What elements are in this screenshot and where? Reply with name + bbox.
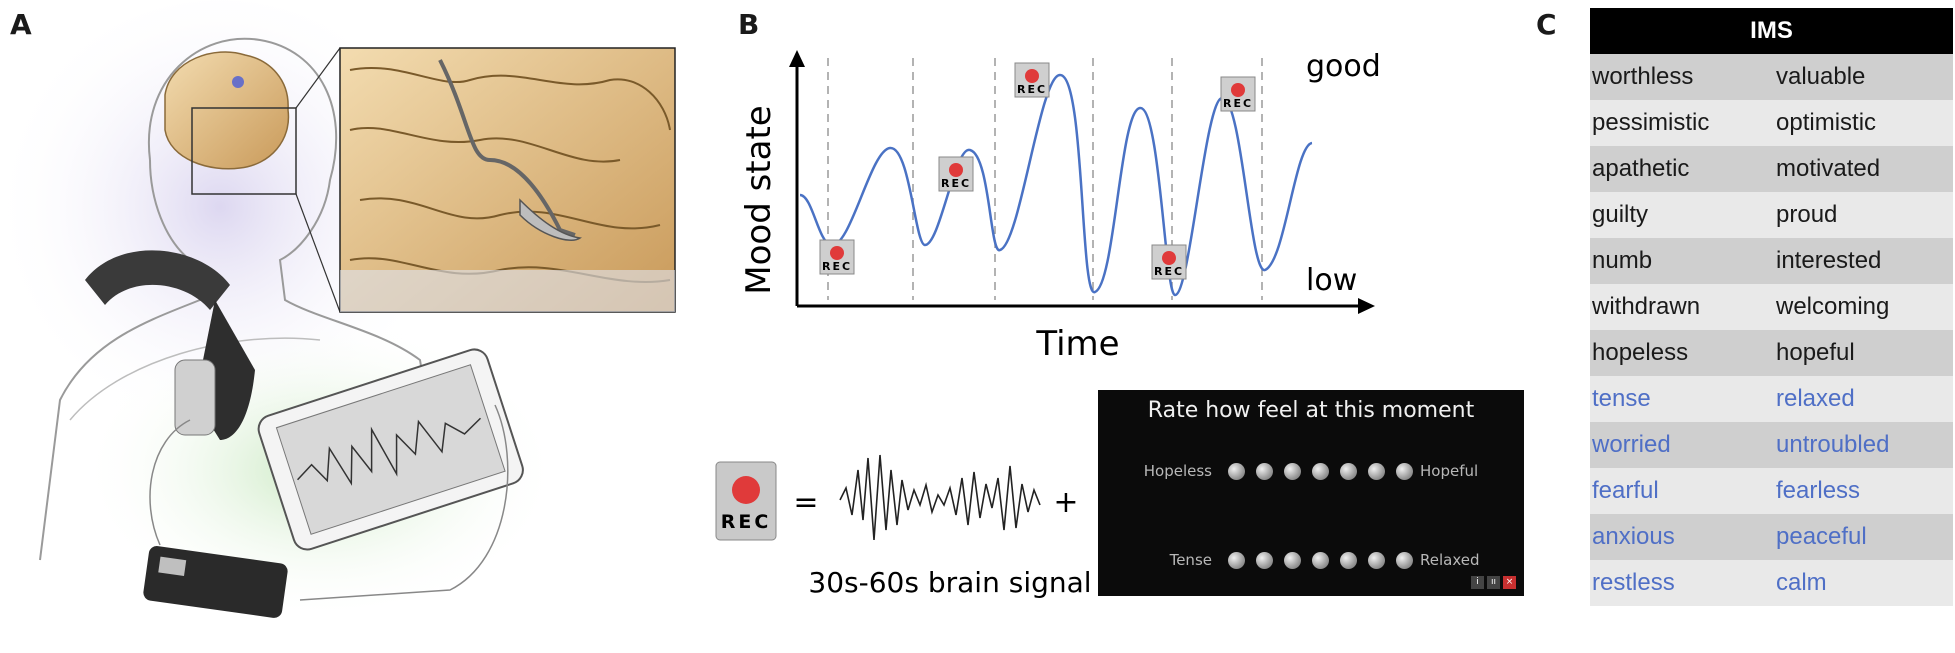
ims-row: pessimistic optimistic	[1590, 100, 1953, 146]
ims-rows: worthless valuable pessimistic optimistic ap…	[1590, 54, 1953, 606]
rating-option[interactable]	[1312, 463, 1329, 480]
ims-row: withdrawn welcoming	[1590, 284, 1953, 330]
x-axis-arrow	[1358, 298, 1375, 314]
rating-right-label: Hopeful	[1420, 462, 1479, 480]
ims-negative-term: guilty	[1592, 201, 1649, 228]
ims-header: IMS	[1590, 8, 1953, 54]
ims-positive-term: calm	[1776, 569, 1827, 596]
ims-row: restless calm	[1590, 560, 1953, 606]
rec-icon-large: REC	[715, 461, 777, 541]
brain-signal-trace	[839, 454, 1041, 541]
ims-positive-term: fearless	[1776, 477, 1861, 504]
low-label: low	[1306, 263, 1357, 298]
ims-negative-term: restless	[1592, 569, 1675, 596]
ims-negative-term: worthless	[1592, 63, 1694, 90]
ims-negative-term: fearful	[1592, 477, 1659, 504]
x-axis-title: Time	[1035, 324, 1119, 364]
rating-left-label: Hopeless	[1143, 462, 1212, 480]
equals-sign: =	[793, 485, 818, 520]
rating-option[interactable]	[1284, 552, 1301, 569]
good-label: good	[1306, 49, 1381, 84]
ims-positive-term: motivated	[1776, 155, 1881, 182]
panel-label-b: B	[738, 8, 760, 41]
panel-label-c: C	[1536, 8, 1557, 41]
rec-marker: REC	[1014, 62, 1050, 98]
rating-option[interactable]	[1368, 552, 1385, 569]
rating-row: Tense Relaxed	[1098, 549, 1524, 573]
ims-positive-term: hopeful	[1776, 339, 1855, 366]
ims-negative-term: worried	[1592, 431, 1671, 458]
rating-right-label: Relaxed	[1420, 551, 1480, 569]
rec-marker-label: REC	[1017, 83, 1047, 96]
info-icon[interactable]: i	[1471, 576, 1484, 589]
ims-row: apathetic motivated	[1590, 146, 1953, 192]
rating-option[interactable]	[1396, 552, 1413, 569]
rec-marker: REC	[938, 156, 974, 192]
ims-row: fearful fearless	[1590, 468, 1953, 514]
ims-row: worried untroubled	[1590, 422, 1953, 468]
ims-negative-term: apathetic	[1592, 155, 1690, 182]
rating-option[interactable]	[1256, 463, 1273, 480]
y-axis-arrow	[789, 50, 805, 67]
ims-row: worthless valuable	[1590, 54, 1953, 100]
ims-row: guilty proud	[1590, 192, 1953, 238]
rating-option[interactable]	[1228, 463, 1245, 480]
rating-option[interactable]	[1396, 463, 1413, 480]
ims-positive-term: untroubled	[1776, 431, 1890, 458]
ims-positive-term: valuable	[1776, 63, 1866, 90]
ims-positive-term: optimistic	[1776, 109, 1877, 136]
rating-option[interactable]	[1340, 552, 1357, 569]
rec-marker-label: REC	[822, 260, 852, 273]
pause-icon[interactable]: ıı	[1487, 576, 1500, 589]
ims-positive-term: proud	[1776, 201, 1838, 228]
rating-panel-title: Rate how feel at this moment	[1147, 398, 1475, 423]
rec-marker-label: REC	[1223, 97, 1253, 110]
rec-icon-label: REC	[721, 511, 772, 533]
rating-scale[interactable]	[1228, 460, 1413, 484]
brain-signal-caption: 30s-60s brain signal	[808, 566, 1091, 599]
mood-rating-panel: Rate how feel at this moment Hopeless Ho…	[1098, 390, 1524, 596]
rating-option[interactable]	[1368, 463, 1385, 480]
ims-negative-term: hopeless	[1592, 339, 1689, 366]
plus-sign: +	[1053, 485, 1078, 520]
y-axis-title: Mood state	[739, 105, 779, 294]
rating-option[interactable]	[1228, 552, 1245, 569]
panel-label-a: A	[10, 8, 32, 41]
close-icon[interactable]: ×	[1503, 576, 1516, 589]
ims-negative-term: withdrawn	[1592, 293, 1701, 320]
panel-a-illustration: A	[0, 0, 700, 653]
rec-marker: REC	[1220, 76, 1256, 112]
ims-negative-term: anxious	[1592, 523, 1675, 550]
ims-row: hopeless hopeful	[1590, 330, 1953, 376]
rating-option[interactable]	[1312, 552, 1329, 569]
ims-row: tense relaxed	[1590, 376, 1953, 422]
rec-marker: REC	[819, 239, 855, 275]
implant-illustration	[0, 0, 676, 620]
rec-marker: REC	[1151, 244, 1187, 280]
ims-positive-term: interested	[1776, 247, 1882, 274]
rating-option[interactable]	[1340, 463, 1357, 480]
rating-left-label: Tense	[1169, 551, 1212, 569]
ims-positive-term: relaxed	[1776, 385, 1855, 412]
ims-negative-term: tense	[1592, 385, 1651, 412]
panel-c: C IMS worthless valuable pessimistic optimi…	[1536, 0, 1955, 653]
ims-negative-term: pessimistic	[1592, 109, 1710, 136]
ims-table: IMS worthless valuable pessimistic optimist…	[1590, 8, 1953, 606]
rec-marker-label: REC	[1154, 265, 1184, 278]
rating-scale[interactable]	[1228, 549, 1413, 573]
rating-option[interactable]	[1256, 552, 1273, 569]
rating-option[interactable]	[1284, 463, 1301, 480]
ims-positive-term: welcoming	[1776, 293, 1890, 320]
ims-row: anxious peaceful	[1590, 514, 1953, 560]
ims-negative-term: numb	[1592, 247, 1653, 274]
panel-b: B	[720, 0, 1550, 653]
rating-row: Hopeless Hopeful	[1098, 460, 1524, 484]
ims-row: numb interested	[1590, 238, 1953, 284]
ims-positive-term: peaceful	[1776, 523, 1867, 550]
rec-marker-label: REC	[941, 177, 971, 190]
